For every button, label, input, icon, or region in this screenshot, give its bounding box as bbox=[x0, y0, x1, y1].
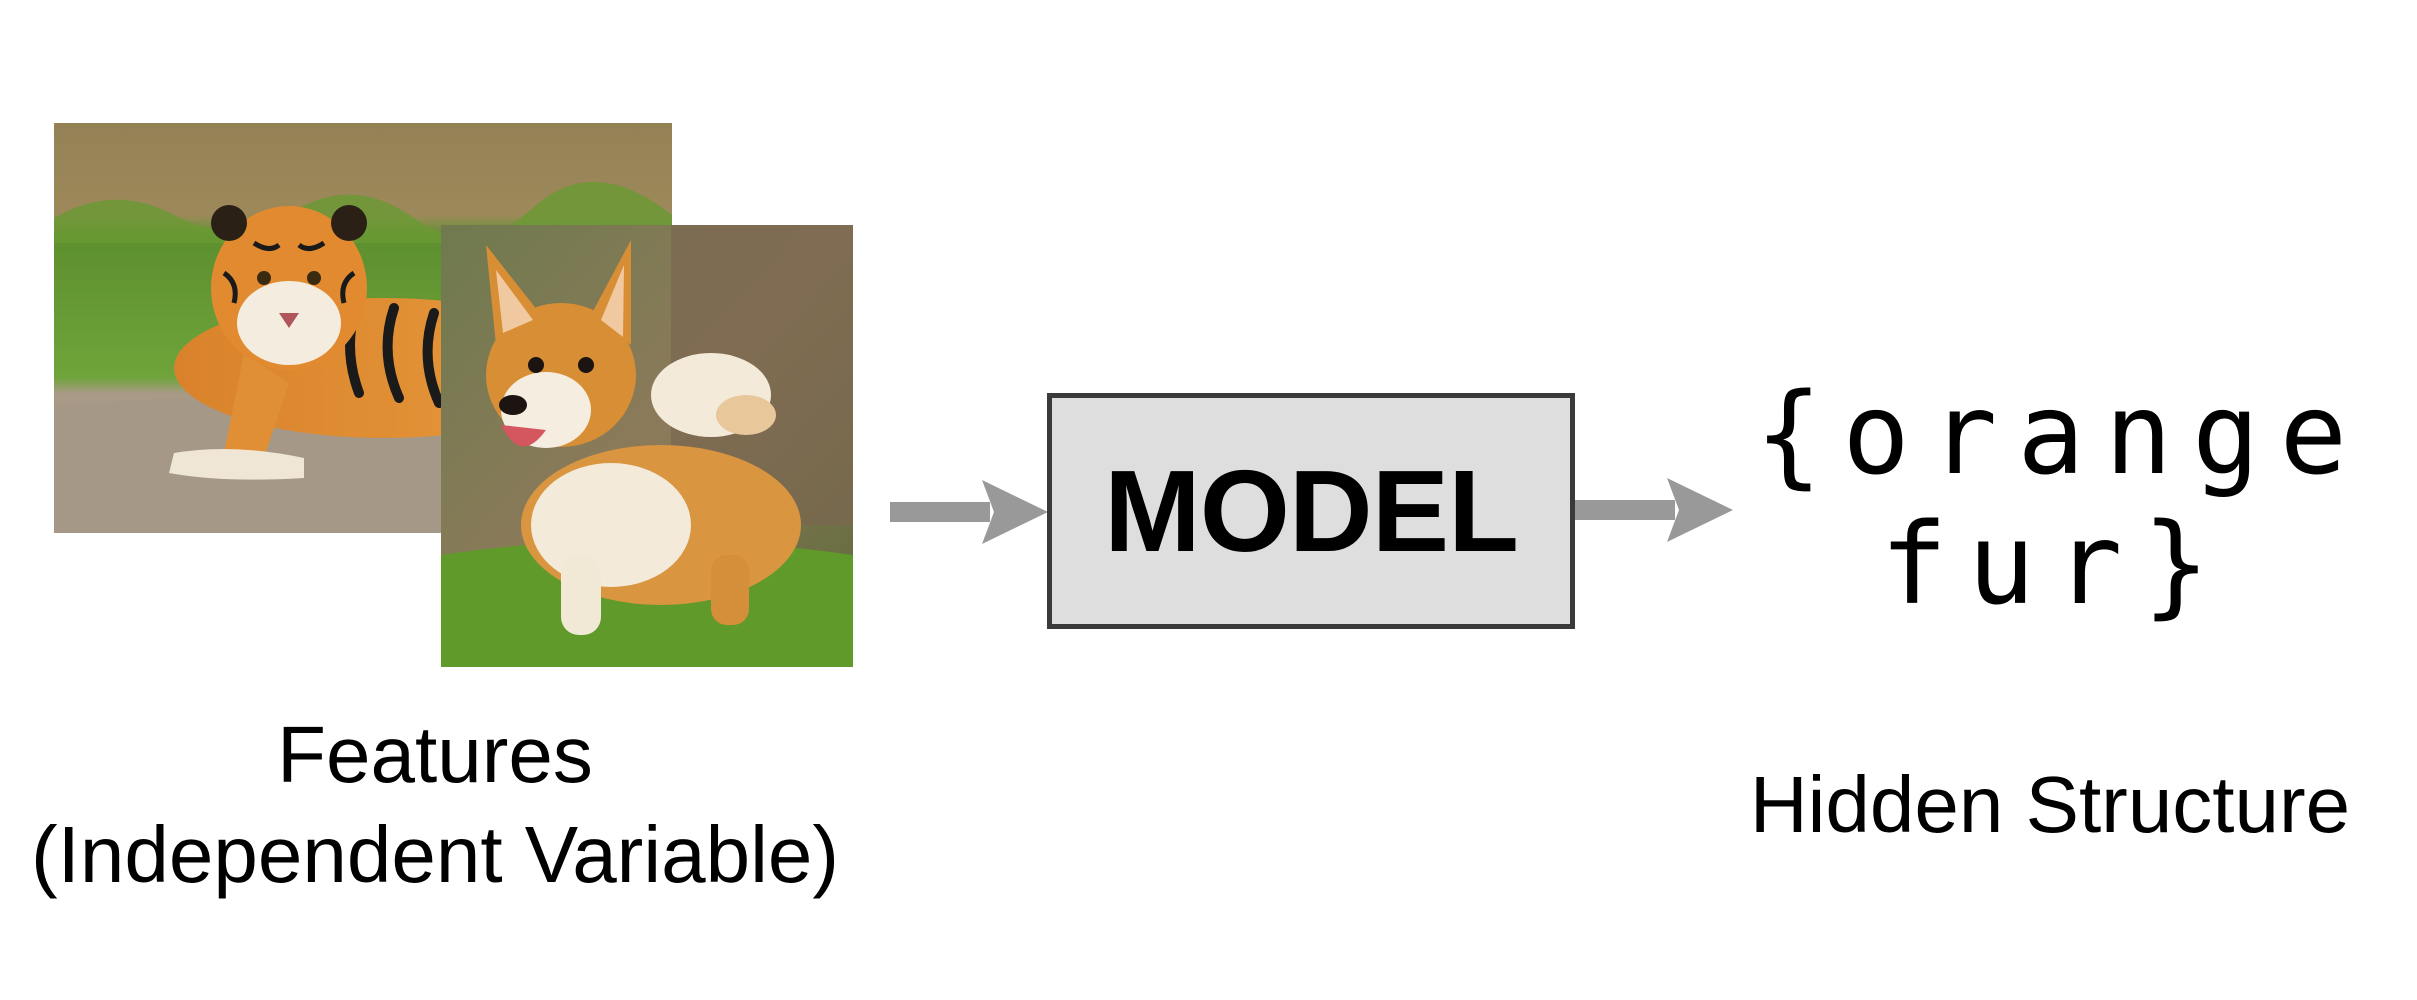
output-line-2: fur} bbox=[1880, 500, 2230, 630]
features-caption-line-2: (Independent Variable) bbox=[31, 810, 839, 899]
hidden-structure-output: {orange fur} bbox=[1755, 370, 2355, 630]
output-line-1: {orange bbox=[1755, 370, 2368, 500]
hidden-structure-caption: Hidden Structure bbox=[1749, 760, 2351, 849]
features-caption: Features (Independent Variable) bbox=[0, 705, 870, 905]
corgi-image bbox=[441, 225, 853, 667]
features-caption-line-1: Features bbox=[277, 710, 593, 799]
input-arrow bbox=[890, 480, 1048, 544]
model-label: MODEL bbox=[1104, 446, 1519, 576]
model-box: MODEL bbox=[1047, 393, 1575, 629]
output-arrow bbox=[1575, 478, 1733, 542]
